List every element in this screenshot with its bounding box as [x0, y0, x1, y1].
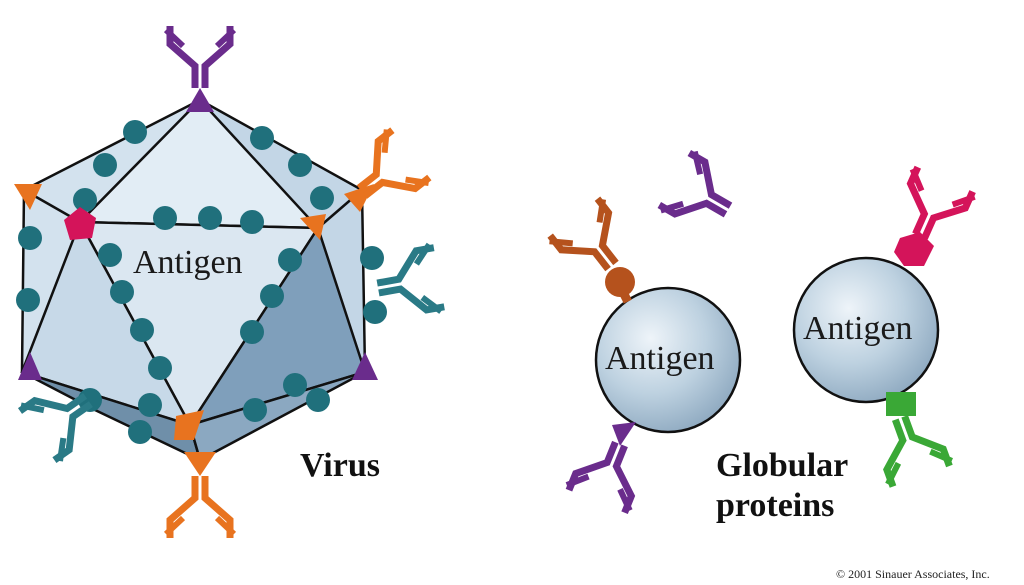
antibody-green	[868, 406, 953, 488]
antibody-crimson	[889, 166, 976, 250]
copyright-notice: © 2001 Sinauer Associates, Inc.	[836, 567, 990, 581]
antigen-sphere-1	[594, 286, 742, 434]
virus-group	[14, 26, 445, 538]
globular-group	[547, 150, 976, 515]
epitope-green	[886, 392, 916, 416]
virus-caption: Virus	[300, 447, 380, 484]
epitope-brown	[605, 267, 635, 297]
sphere-2-antigen-label: Antigen	[803, 310, 913, 347]
epitope-crimson	[894, 232, 934, 266]
virus-vertex-orange-mid	[300, 214, 326, 240]
virus-vertex-orange-low	[174, 410, 204, 440]
epitope-purple-sphere	[612, 422, 636, 446]
antibody-purple-virus-top	[166, 26, 234, 88]
virus-vertex-purple-left	[18, 352, 42, 380]
antibody-purple-sphere	[565, 431, 651, 514]
antigen-sphere-2	[792, 256, 940, 404]
virus-vertex-orange-left	[14, 184, 42, 210]
sphere-1-antigen-label: Antigen	[605, 340, 715, 377]
globular-caption-line2: proteins	[716, 487, 835, 524]
virus-vertex-orange-bottom	[184, 452, 216, 476]
antibody-purple-free	[657, 150, 745, 240]
virus-antigen-label: Antigen	[133, 244, 243, 281]
antibody-orange-virus-bottom	[166, 476, 234, 538]
virus-vertex-crimson	[64, 207, 96, 240]
virus-vertex-purple-right	[352, 352, 378, 380]
globular-caption-line1: Globular	[716, 447, 849, 484]
virus-epitope-dots	[16, 120, 387, 444]
virus-vertex-purple-top	[186, 88, 214, 112]
